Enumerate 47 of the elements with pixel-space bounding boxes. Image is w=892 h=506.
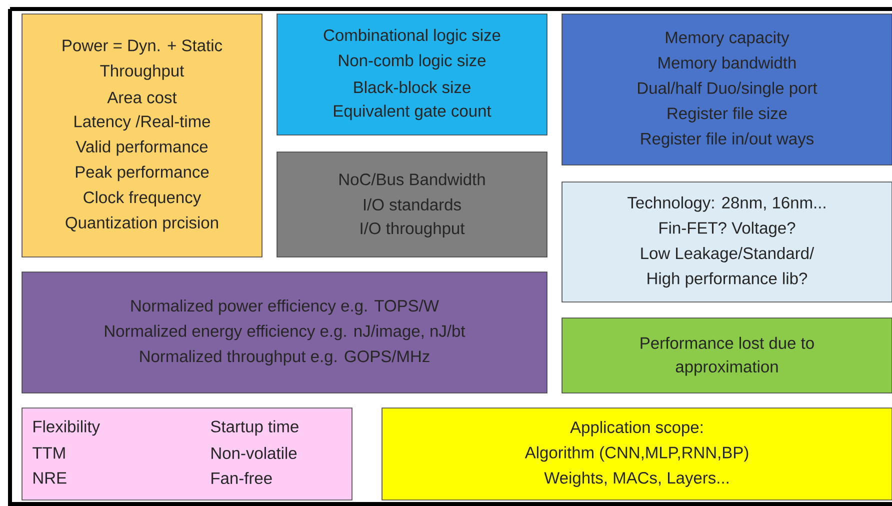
text-line: Peak performance xyxy=(76,166,209,182)
text-line: Clock frequency xyxy=(84,191,202,206)
text-line: TTM xyxy=(32,447,65,459)
text-box xyxy=(276,152,548,258)
text-line: NRE xyxy=(34,472,66,484)
text-line: Normalized energy efficiency e.g. nJ/image, nJ/bt xyxy=(105,324,466,340)
text-line: Fan-free xyxy=(212,472,272,484)
text-line: Dual/half Duo/single port xyxy=(638,82,818,98)
text-box xyxy=(382,408,892,500)
text-line: Weights, MACs, Layers... xyxy=(544,472,728,487)
text-line: Non-volatile xyxy=(212,446,297,460)
text-line: Register file in/out ways xyxy=(641,132,814,148)
text-line: Fin-FET? Voltage? xyxy=(660,222,796,238)
text-line: Technology: 28nm, 16nm... xyxy=(628,196,826,212)
text-line: NoC/Bus Bandwidth xyxy=(340,173,485,186)
text-line: approximation xyxy=(676,360,778,376)
text-box xyxy=(22,14,262,258)
text-line: Normalized throughput e.g. GOPS/MHz xyxy=(140,350,430,366)
text-box xyxy=(562,318,892,394)
text-line: Memory bandwidth xyxy=(658,56,796,72)
text-line: Equivalent gate count xyxy=(334,104,492,120)
text-box xyxy=(22,408,352,500)
text-line: Non-comb logic size xyxy=(339,54,486,70)
text-line: High performance lib? xyxy=(648,272,808,288)
text-line: Black-block size xyxy=(354,81,470,94)
text-line: Quantization prcision xyxy=(66,216,218,232)
text-line: Algorithm (CNN,MLP,RNN,BP) xyxy=(524,446,748,462)
text-box xyxy=(562,182,892,302)
text-line: Power = Dyn. + Static xyxy=(62,39,222,55)
text-line: Latency /Real-time xyxy=(74,115,210,131)
text-line: Application scope: xyxy=(570,421,702,436)
text-line: Register file size xyxy=(668,107,787,122)
text-line: Flexibility xyxy=(34,420,100,436)
text-line: Normalized power efficiency e.g. TOPS/W xyxy=(131,300,439,315)
text-line: Combinational logic size xyxy=(324,28,500,44)
text-line: Low Leakage/Standard/ xyxy=(641,247,814,262)
text-line: Throughput xyxy=(100,64,184,80)
text-line: I/O standards xyxy=(364,198,461,211)
text-line: Memory capacity xyxy=(666,31,790,47)
text-line: I/O throughput xyxy=(360,222,465,238)
text-line: Area cost xyxy=(107,92,177,104)
text-box xyxy=(562,14,892,166)
text-line: Valid performance xyxy=(76,140,208,156)
text-line: Performance lost due to xyxy=(640,336,814,349)
text-box xyxy=(276,14,548,136)
text-line: Startup time xyxy=(210,420,298,436)
text-box xyxy=(22,272,548,394)
